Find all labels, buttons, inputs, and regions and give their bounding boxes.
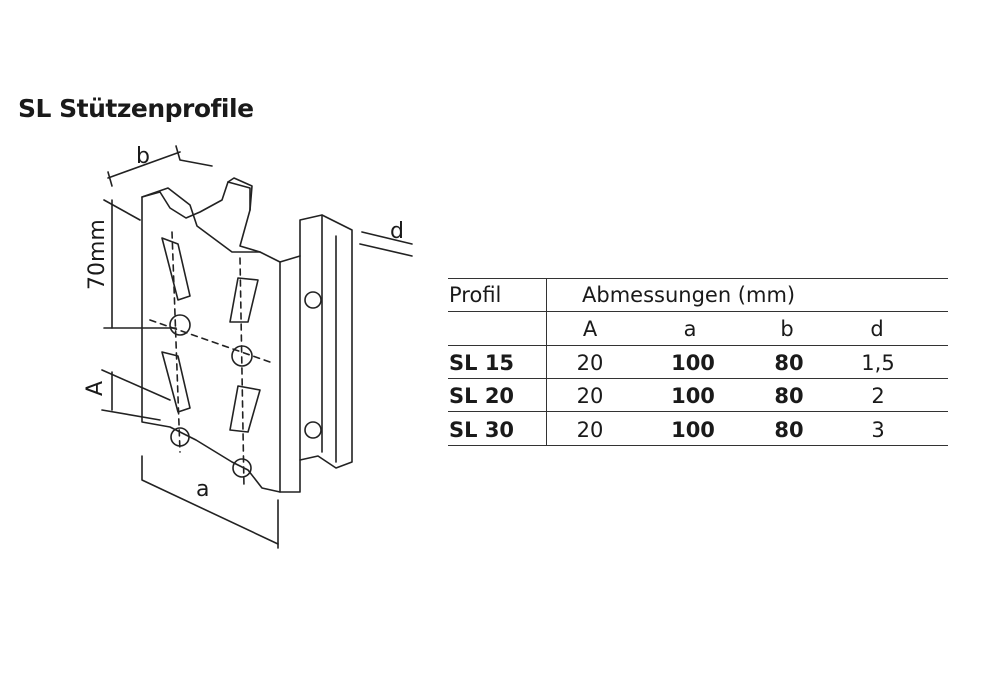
hole [232, 458, 252, 478]
flange-hole [304, 421, 322, 439]
profile-front-plate [141, 187, 281, 493]
hole [169, 314, 191, 336]
slot [161, 237, 191, 301]
flange-hole [304, 291, 322, 309]
page-title: SL Stützenprofile [18, 94, 254, 123]
dimension-d-line [361, 231, 413, 245]
profile-top-edge [141, 181, 261, 253]
dimension-a-label: a [196, 477, 209, 502]
slot [161, 351, 191, 413]
dimension-b-label: b [136, 144, 150, 169]
profile-side-flange [279, 255, 301, 493]
dimension-A-label: A [83, 381, 108, 396]
slot [229, 277, 259, 323]
dimension-b-line [107, 151, 181, 179]
dimension-a-line [141, 455, 279, 545]
dimension-d-label: d [390, 219, 404, 244]
profile-back-flange [227, 177, 253, 211]
slot [229, 385, 261, 433]
dimension-70mm-label: 70mm [85, 219, 110, 290]
